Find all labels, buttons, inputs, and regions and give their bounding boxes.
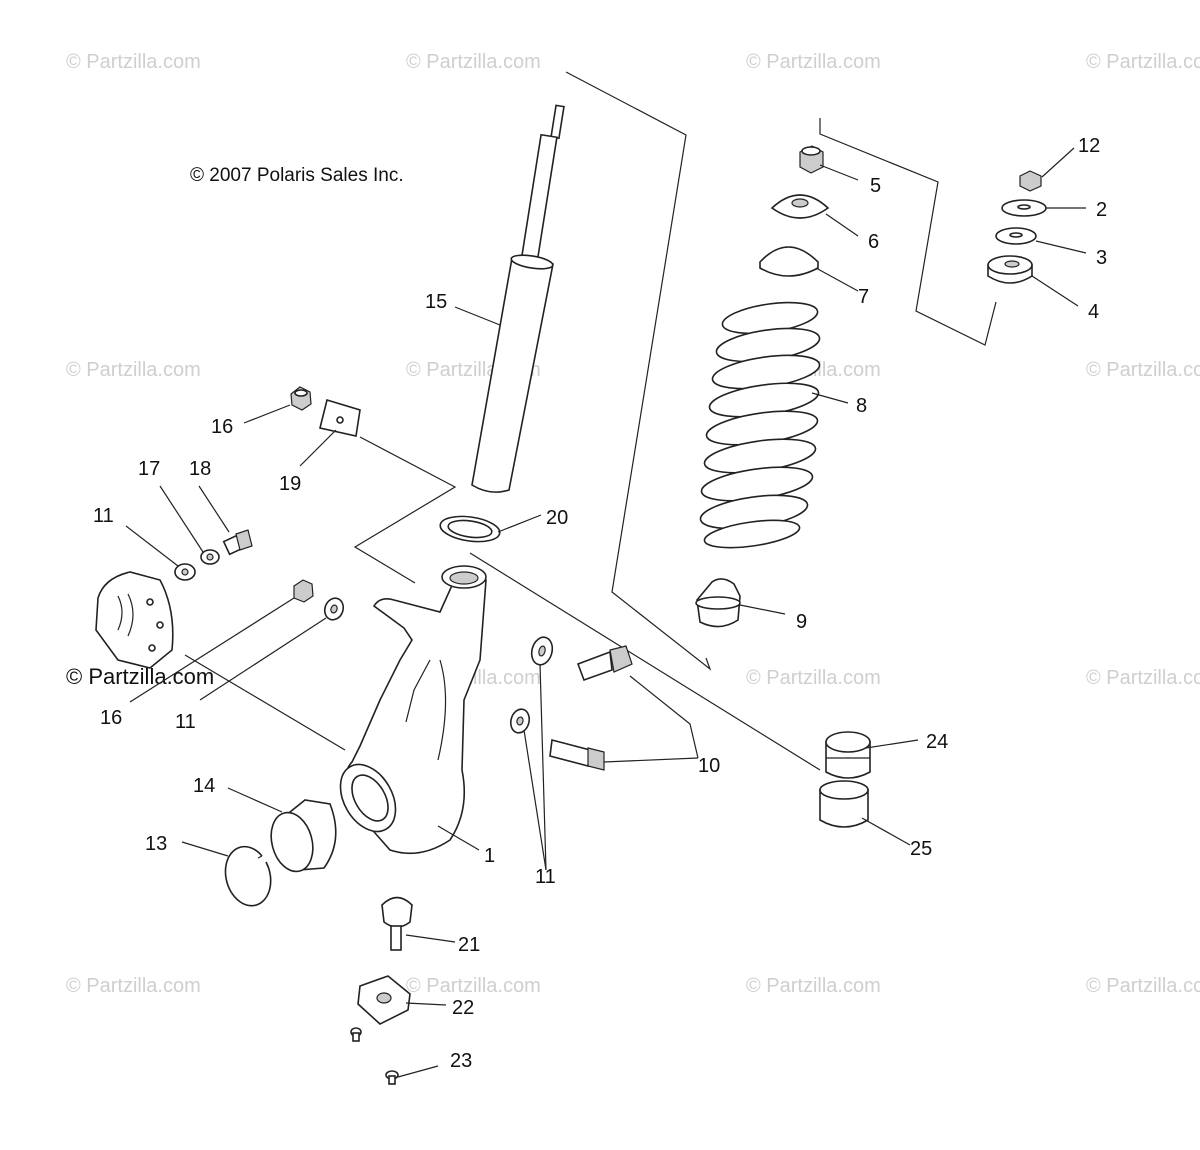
watermark: © Partzilla.com [66, 51, 201, 73]
seal-ring-part[interactable] [439, 513, 502, 545]
callout-22: 22 [452, 997, 474, 1019]
watermark: © Partzilla.com [746, 667, 881, 689]
callout-14: 14 [193, 775, 215, 797]
callout-21: 21 [458, 934, 480, 956]
callout-7: 7 [858, 286, 869, 308]
steering-knuckle-part[interactable] [329, 565, 487, 855]
callout-11: 11 [93, 505, 114, 527]
callout-11: 11 [535, 866, 556, 888]
callout-8: 8 [856, 395, 867, 417]
flange-plate-part[interactable] [357, 975, 411, 1025]
callout-labels: 1 2 3 4 5 6 7 8 9 10 11 12 13 14 15 16 1… [93, 135, 1107, 1072]
watermark: © Partzilla.com [1086, 359, 1200, 381]
assembly-lines [184, 71, 997, 771]
spring-retainer-part[interactable] [759, 246, 819, 277]
bushing-part[interactable] [987, 255, 1033, 284]
callout-17: 17 [138, 458, 160, 480]
callout-9: 9 [796, 611, 807, 633]
watermark: © Partzilla.com [746, 51, 881, 73]
callout-20: 20 [546, 507, 568, 529]
snap-ring-part[interactable] [224, 845, 272, 907]
bearing-part[interactable] [265, 799, 337, 876]
lower-bushing-part[interactable] [819, 780, 869, 828]
washer-part[interactable] [322, 596, 346, 623]
leader-lines [125, 147, 1087, 1078]
callout-16: 16 [100, 707, 122, 729]
callout-24: 24 [926, 731, 948, 753]
callout-23: 23 [450, 1050, 472, 1072]
watermark: © Partzilla.com [406, 975, 541, 997]
watermark: © Partzilla.com [1086, 667, 1200, 689]
callout-6: 6 [868, 231, 879, 253]
watermark: © Partzilla.com [406, 51, 541, 73]
spacer-part[interactable] [995, 227, 1037, 245]
watermark: © Partzilla.com [66, 359, 201, 381]
washer-part[interactable] [1001, 199, 1047, 217]
ball-joint-part[interactable] [381, 896, 413, 951]
brake-caliper-part[interactable] [95, 571, 174, 669]
upper-bushing-part[interactable] [825, 731, 871, 779]
bolt-part[interactable] [222, 529, 253, 556]
bolt-part[interactable] [576, 645, 633, 682]
callout-2: 2 [1096, 199, 1107, 221]
screw-part[interactable] [385, 1070, 399, 1085]
watermark: © Partzilla.com [746, 975, 881, 997]
clip-part[interactable] [319, 398, 361, 437]
lock-nut-part[interactable] [290, 386, 312, 411]
lock-nut-part[interactable] [293, 579, 314, 603]
callout-12: 12 [1078, 135, 1100, 157]
watermark-prominent: © Partzilla.com [66, 664, 214, 689]
upper-spring-seat-part[interactable] [770, 194, 830, 219]
callout-11: 11 [175, 711, 196, 733]
callout-25: 25 [910, 838, 932, 860]
watermark: © Partzilla.com [1086, 975, 1200, 997]
coil-spring-part[interactable] [698, 297, 821, 552]
washer-part[interactable] [174, 563, 196, 581]
callout-1: 1 [484, 845, 495, 867]
callout-16: 16 [211, 416, 233, 438]
callout-18: 18 [189, 458, 211, 480]
copyright-text: © 2007 Polaris Sales Inc. [190, 165, 404, 186]
callout-3: 3 [1096, 247, 1107, 269]
top-nut-part[interactable] [1019, 170, 1042, 192]
screw-part[interactable] [350, 1027, 362, 1042]
callout-10: 10 [698, 755, 720, 777]
nut-part[interactable] [799, 145, 824, 174]
callout-13: 13 [145, 833, 167, 855]
callout-5: 5 [870, 175, 881, 197]
watermark: © Partzilla.com [1086, 51, 1200, 73]
bolt-part[interactable] [549, 738, 605, 771]
shock-absorber-part[interactable] [471, 104, 565, 493]
lock-washer-part[interactable] [200, 549, 220, 565]
bump-stop-part[interactable] [695, 578, 741, 628]
washer-part[interactable] [529, 635, 556, 667]
callout-15: 15 [425, 291, 447, 313]
washer-part[interactable] [508, 707, 532, 735]
callout-4: 4 [1088, 301, 1099, 323]
watermark: © Partzilla.com [66, 975, 201, 997]
callout-19: 19 [279, 473, 301, 495]
